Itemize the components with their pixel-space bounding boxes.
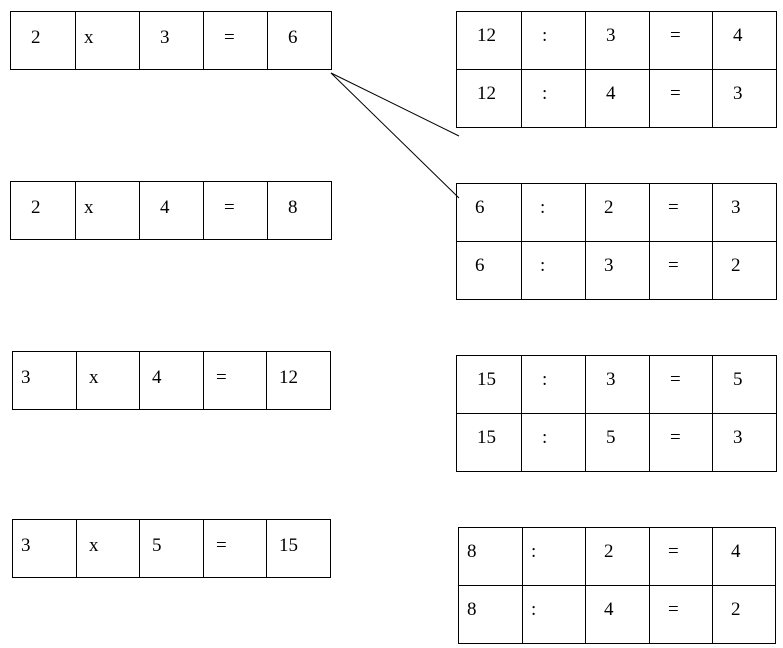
equation-cell: =	[203, 181, 268, 240]
connector-line-to-12-box	[330, 72, 460, 137]
equation-cell: 2	[585, 527, 650, 586]
equation-cell: 6	[267, 11, 332, 70]
equation-row: 15 : 3 = 5	[456, 355, 777, 414]
equation-cell: 4	[585, 69, 650, 128]
equation-cell: =	[203, 519, 267, 578]
equation-cell: =	[203, 11, 268, 70]
equation-cell: 8	[267, 181, 332, 240]
equation-row: 6 : 3 = 2	[456, 241, 777, 300]
multiplication-strip-1: 2 x 3 = 6	[10, 11, 332, 70]
equation-cell: =	[649, 183, 713, 242]
equation-cell: x	[75, 181, 140, 240]
equation-cell: :	[521, 241, 586, 300]
equation-cell: :	[522, 527, 586, 586]
equation-cell: 2	[585, 183, 650, 242]
equation-cell: x	[76, 519, 140, 578]
equation-cell: 3	[585, 355, 650, 414]
equation-cell: 2	[712, 585, 776, 644]
equation-row: 3 x 5 = 15	[12, 519, 331, 578]
equation-row: 12 : 3 = 4	[456, 11, 777, 70]
equation-cell: 4	[139, 351, 204, 410]
equation-cell: 5	[139, 519, 204, 578]
equation-cell: 3	[12, 519, 77, 578]
equation-cell: =	[649, 241, 713, 300]
equation-cell: 4	[712, 11, 777, 70]
equation-row: 2 x 4 = 8	[10, 181, 332, 240]
equation-cell: 15	[456, 413, 522, 472]
equation-cell: 3	[712, 69, 777, 128]
equation-cell: 2	[10, 181, 76, 240]
division-box-2: 6 : 2 = 3 6 : 3 = 2	[456, 183, 777, 300]
division-box-3: 15 : 3 = 5 15 : 5 = 3	[456, 355, 777, 472]
equation-cell: 4	[712, 527, 776, 586]
equation-cell: 6	[456, 241, 522, 300]
equation-cell: 3	[712, 183, 777, 242]
division-box-1: 12 : 3 = 4 12 : 4 = 3	[456, 11, 777, 128]
equation-row: 8 : 4 = 2	[458, 585, 776, 644]
equation-cell: =	[649, 69, 713, 128]
equation-cell: =	[203, 351, 267, 410]
equation-cell: 8	[458, 527, 523, 586]
equation-cell: 2	[712, 241, 777, 300]
equation-cell: =	[649, 355, 713, 414]
equation-cell: 15	[456, 355, 522, 414]
equation-cell: =	[649, 11, 713, 70]
multiplication-strip-3: 3 x 4 = 12	[12, 351, 331, 410]
equation-row: 6 : 2 = 3	[456, 183, 777, 242]
equation-cell: 5	[712, 355, 777, 414]
equation-cell: 3	[12, 351, 77, 410]
equation-cell: x	[76, 351, 140, 410]
equation-cell: 5	[585, 413, 650, 472]
equation-cell: 12	[266, 351, 331, 410]
equation-cell: =	[649, 527, 713, 586]
equation-row: 12 : 4 = 3	[456, 69, 777, 128]
equation-cell: 8	[458, 585, 523, 644]
equation-cell: 15	[266, 519, 331, 578]
equation-cell: =	[649, 413, 713, 472]
equation-cell: 12	[456, 11, 522, 70]
equation-cell: 2	[10, 11, 76, 70]
equation-row: 3 x 4 = 12	[12, 351, 331, 410]
division-box-4: 8 : 2 = 4 8 : 4 = 2	[458, 527, 776, 644]
equation-row: 2 x 3 = 6	[10, 11, 332, 70]
equation-cell: :	[522, 585, 586, 644]
equation-cell: :	[521, 69, 586, 128]
equation-cell: :	[521, 183, 586, 242]
equation-cell: :	[521, 413, 586, 472]
equation-cell: x	[75, 11, 140, 70]
multiplication-strip-4: 3 x 5 = 15	[12, 519, 331, 578]
multiplication-strip-2: 2 x 4 = 8	[10, 181, 332, 240]
equation-cell: 3	[585, 241, 650, 300]
equation-cell: 3	[712, 413, 777, 472]
equation-cell: 3	[139, 11, 204, 70]
equation-cell: 12	[456, 69, 522, 128]
equation-cell: 4	[139, 181, 204, 240]
equation-cell: 6	[456, 183, 522, 242]
equation-cell: :	[521, 11, 586, 70]
equation-cell: =	[649, 585, 713, 644]
equation-cell: 4	[585, 585, 650, 644]
equation-cell: :	[521, 355, 586, 414]
equation-cell: 3	[585, 11, 650, 70]
equation-row: 15 : 5 = 3	[456, 413, 777, 472]
connector-line-to-6-box	[330, 72, 460, 199]
equation-row: 8 : 2 = 4	[458, 527, 776, 586]
